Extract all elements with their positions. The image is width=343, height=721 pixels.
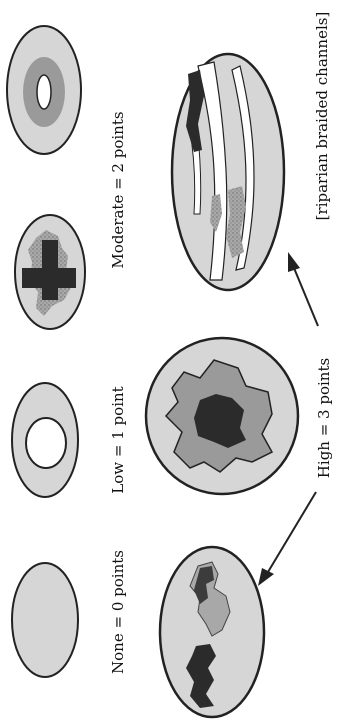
ellipse-riparian-braided <box>172 54 284 290</box>
moderate-ring-hole <box>37 75 51 109</box>
label-none: None = 0 points <box>109 550 127 674</box>
ellipse-high-patches <box>160 547 264 717</box>
label-riparian: [riparian braided channels] <box>313 12 331 221</box>
ellipse-none <box>12 563 78 677</box>
moderate-dark-bar-vertical <box>42 240 58 300</box>
arrow-up <box>288 252 318 326</box>
ellipse-low <box>12 383 78 497</box>
label-low: Low = 1 point <box>109 386 127 493</box>
low-hole <box>26 418 66 468</box>
ellipse-moderate-ring <box>7 26 81 154</box>
label-moderate: Moderate = 2 points <box>109 111 127 268</box>
ellipse-moderate-blob <box>15 215 85 329</box>
label-high: High = 3 points <box>315 358 333 478</box>
arrow-left <box>258 492 316 586</box>
circle-high-blob <box>146 338 298 494</box>
